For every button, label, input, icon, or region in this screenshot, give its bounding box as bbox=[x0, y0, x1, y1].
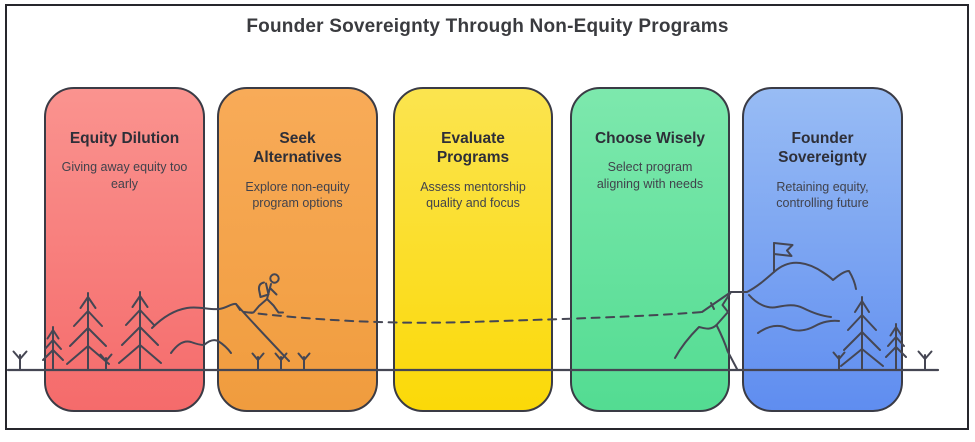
card-title: Founder Sovereignty bbox=[778, 130, 867, 167]
card-title: Seek Alternatives bbox=[253, 130, 342, 167]
diagram-title: Founder Sovereignty Through Non-Equity P… bbox=[246, 16, 729, 37]
card-seek-alternatives: Seek Alternatives Explore non-equity pro… bbox=[217, 87, 378, 412]
outer-frame bbox=[5, 4, 969, 430]
card-description: Retaining equity, controlling future bbox=[776, 179, 869, 211]
card-title: Equity Dilution bbox=[69, 130, 180, 147]
card-description: Select program aligning with needs bbox=[596, 160, 704, 191]
card-founder-sovereignty: Founder Sovereignty Retaining equity, co… bbox=[742, 87, 903, 412]
card-description: Assess mentorship quality and focus bbox=[420, 179, 526, 211]
card-equity-dilution: Equity Dilution Giving away equity too e… bbox=[44, 87, 205, 412]
card-description: Giving away equity too early bbox=[61, 160, 188, 191]
card-evaluate-programs: Evaluate Programs Assess mentorship qual… bbox=[393, 87, 553, 412]
card-choose-wisely: Choose Wisely Select program aligning wi… bbox=[570, 87, 730, 412]
card-title: Evaluate Programs bbox=[436, 130, 510, 167]
card-title: Choose Wisely bbox=[594, 130, 706, 147]
card-description: Explore non-equity program options bbox=[245, 179, 350, 211]
